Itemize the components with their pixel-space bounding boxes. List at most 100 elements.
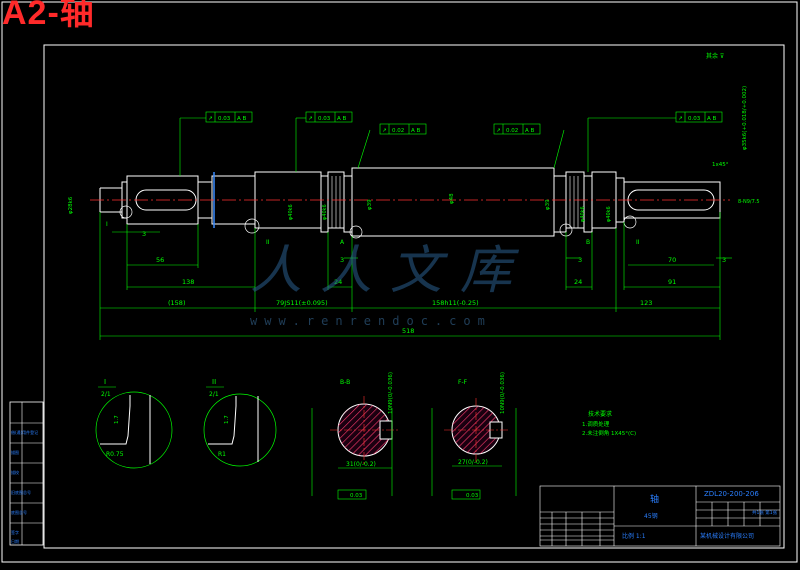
dim-dia-39: φ39 [367, 199, 373, 210]
svg-text:0.03: 0.03 [466, 493, 479, 499]
dimension-lines [99, 117, 732, 340]
tolerance-frames: ↗ 0.03 A B ↗ 0.03 A B ↗ 0.02 A B ↗ 0.02 … [205, 111, 723, 135]
svg-text:10N9(0/-0.036): 10N9(0/-0.036) [500, 372, 506, 414]
watermark-url: www.renrendoc.com [250, 314, 492, 328]
material: 45钢 [644, 512, 658, 520]
svg-text:27(0/-0.2): 27(0/-0.2) [458, 459, 488, 466]
svg-text:0.03: 0.03 [318, 116, 331, 122]
strip-label-3: 旧底图总号 [11, 489, 31, 495]
svg-text:↗: ↗ [208, 116, 213, 122]
svg-text:↗: ↗ [308, 116, 313, 122]
dim-dia-40b: φ40k6 [322, 204, 328, 220]
tol-frame-0: ↗ 0.03 A B [205, 111, 253, 123]
svg-text:↗: ↗ [382, 128, 387, 134]
dimension-texts: 518 (158) 79JS11(±0.095) 158h11(-0.25) 1… [68, 86, 760, 335]
dim-dia-39b: φ39 [545, 199, 551, 210]
drawing-number: ZDL20-200-206 [704, 490, 759, 498]
detail-view-ii: II 2/1 R1 1.7 [203, 378, 277, 467]
watermark: 人人文库 www.renrendoc.com [250, 228, 540, 338]
dim-key-right: 8-N9/7.5 [738, 199, 760, 205]
dim-24b: 24 [574, 278, 582, 286]
strip-label-2: 描校 [11, 469, 19, 475]
svg-text:II: II [212, 378, 216, 386]
detail-circle-ii-a [244, 218, 260, 234]
svg-text:31(0/-0.2): 31(0/-0.2) [346, 461, 376, 468]
company-name: 某机械设计有限公司 [700, 532, 754, 540]
dim-56: 56 [156, 256, 164, 264]
dim-mid-seg: 79JS11(±0.095) [276, 299, 328, 307]
svg-text:0.02: 0.02 [392, 128, 404, 134]
watermark-chars: 人人文库 [250, 241, 531, 301]
datum-label-a: A [340, 239, 345, 246]
dim-dia-40c: φ40k6 [580, 206, 586, 222]
strip-label-4: 底图总号 [11, 509, 27, 515]
detail-circle-ii-b [349, 225, 363, 239]
tech-req-heading: 技术要求 [588, 410, 612, 418]
tol-frame-4: ↗ 0.03 A B [675, 111, 723, 123]
svg-text:B-B: B-B [340, 379, 350, 386]
sheet-note: 共1张 第1张 [752, 509, 778, 516]
left-strip: 借(通)用件登记 描图 描校 旧底图总号 底图总号 签字 日期 [9, 401, 44, 546]
svg-text:R1: R1 [218, 451, 226, 458]
svg-text:I: I [104, 378, 106, 386]
dim-3a: 3 [142, 230, 146, 238]
title-block [539, 485, 781, 547]
dim-138: 138 [182, 278, 194, 286]
dim-3c: 3 [578, 256, 582, 264]
strip-label-0: 借(通)用件登记 [11, 429, 38, 435]
svg-text:2/1: 2/1 [209, 391, 219, 398]
svg-text:F-F: F-F [458, 379, 468, 386]
shaft-main-view [99, 167, 721, 237]
dim-right-mid-seg: 158h11(-0.25) [432, 299, 479, 307]
marker-ii-b: II [636, 239, 640, 246]
marker-i: I [106, 221, 108, 228]
svg-text:A B: A B [525, 128, 535, 134]
detail-view-i: I 2/1 R0.75 1.7 [95, 378, 173, 469]
inner-frame [43, 44, 785, 549]
tech-requirements: 技术要求 1.调质处理 2.未注倒角 1X45°(C) [582, 410, 636, 437]
datum-label-b: B [586, 239, 590, 246]
svg-text:A B: A B [707, 116, 717, 122]
strip-label-6: 日期 [11, 538, 19, 544]
tol-frame-1: ↗ 0.03 A B [305, 111, 353, 123]
dim-dia-40d: φ40k6 [606, 206, 612, 222]
strip-label-1: 描图 [11, 449, 19, 455]
section-view-f: F-F 27(0/-0.2) 10N9(0/-0.036) 0.03 [431, 372, 517, 500]
dim-3b: 3 [340, 256, 344, 264]
dim-dia-left-end: φ28k6 [68, 196, 74, 214]
svg-text:1.7: 1.7 [224, 415, 230, 424]
svg-text:0.03: 0.03 [218, 116, 231, 122]
svg-text:2/1: 2/1 [101, 391, 111, 398]
svg-text:10N9(0/-0.036): 10N9(0/-0.036) [388, 372, 394, 414]
tech-req-item-0: 1.调质处理 [582, 420, 610, 428]
svg-text:0.02: 0.02 [506, 128, 518, 134]
svg-text:0.03: 0.03 [350, 493, 363, 499]
dim-dia-right-end: φ35k6(+0.018/+0.002) [742, 86, 748, 150]
detail-circle-i [119, 205, 133, 219]
dim-24a: 24 [334, 278, 342, 286]
dim-total: 518 [402, 327, 414, 335]
part-name: 轴 [650, 493, 659, 505]
dim-right-seg: 123 [640, 299, 652, 307]
marker-ii-a: II [266, 239, 270, 246]
dim-left-seg: (158) [168, 299, 185, 307]
scale-note: 比例 1:1 [622, 532, 646, 540]
svg-text:A B: A B [337, 116, 347, 122]
title-overlay: A2-轴 [2, 0, 95, 32]
dim-70: 70 [668, 256, 676, 264]
dim-91: 91 [668, 278, 676, 286]
tol-frame-2: ↗ 0.02 A B [379, 123, 427, 135]
svg-text:A B: A B [237, 116, 247, 122]
svg-text:0.03: 0.03 [688, 116, 701, 122]
strip-label-5: 签字 [11, 529, 19, 535]
section-view-b: B-B 31(0/-0.2) 10N9(0/-0.036) 0.03 [311, 372, 400, 500]
surface-note: 其余 ⊽ [706, 52, 724, 60]
svg-text:↗: ↗ [678, 116, 683, 122]
svg-text:↗: ↗ [496, 128, 501, 134]
svg-text:1.7: 1.7 [114, 415, 120, 424]
dim-dia-40a: φ40k6 [288, 204, 294, 220]
svg-text:R0.75: R0.75 [106, 451, 124, 458]
